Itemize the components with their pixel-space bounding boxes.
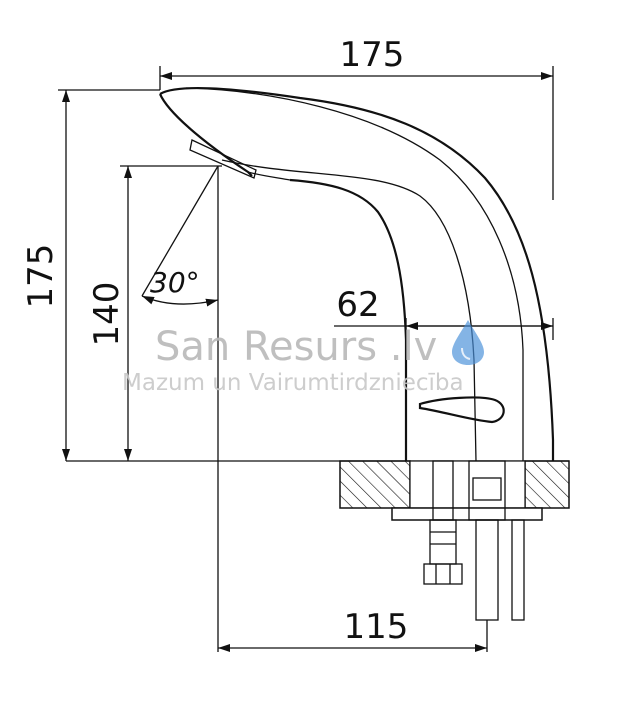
- water-drop-icon: [452, 320, 484, 365]
- watermark: San Resurs .lv Mazum un Vairumtirdzniecī…: [122, 320, 484, 396]
- lever-handle: [418, 396, 505, 424]
- dimension-total-height: 175: [21, 89, 160, 461]
- watermark-brand: San Resurs .lv: [155, 324, 437, 370]
- spout-height-label: 140: [87, 282, 127, 347]
- top-width-label: 175: [340, 35, 405, 75]
- countertop-section: [66, 460, 570, 521]
- faucet-body: [158, 86, 555, 462]
- dimension-spout-reach: 62: [334, 285, 554, 340]
- base-offset-label: 115: [344, 607, 409, 647]
- spout-reach-label: 62: [336, 285, 379, 325]
- dimension-spout-height: 140: [87, 165, 222, 461]
- total-height-label: 175: [21, 244, 61, 309]
- dimension-angle: 30°: [141, 165, 219, 652]
- dimension-base-offset: 115: [218, 607, 488, 652]
- dimension-top-width: 175: [159, 35, 554, 200]
- angle-label: 30°: [150, 266, 200, 299]
- watermark-tagline: Mazum un Vairumtirdzniecība: [122, 370, 464, 396]
